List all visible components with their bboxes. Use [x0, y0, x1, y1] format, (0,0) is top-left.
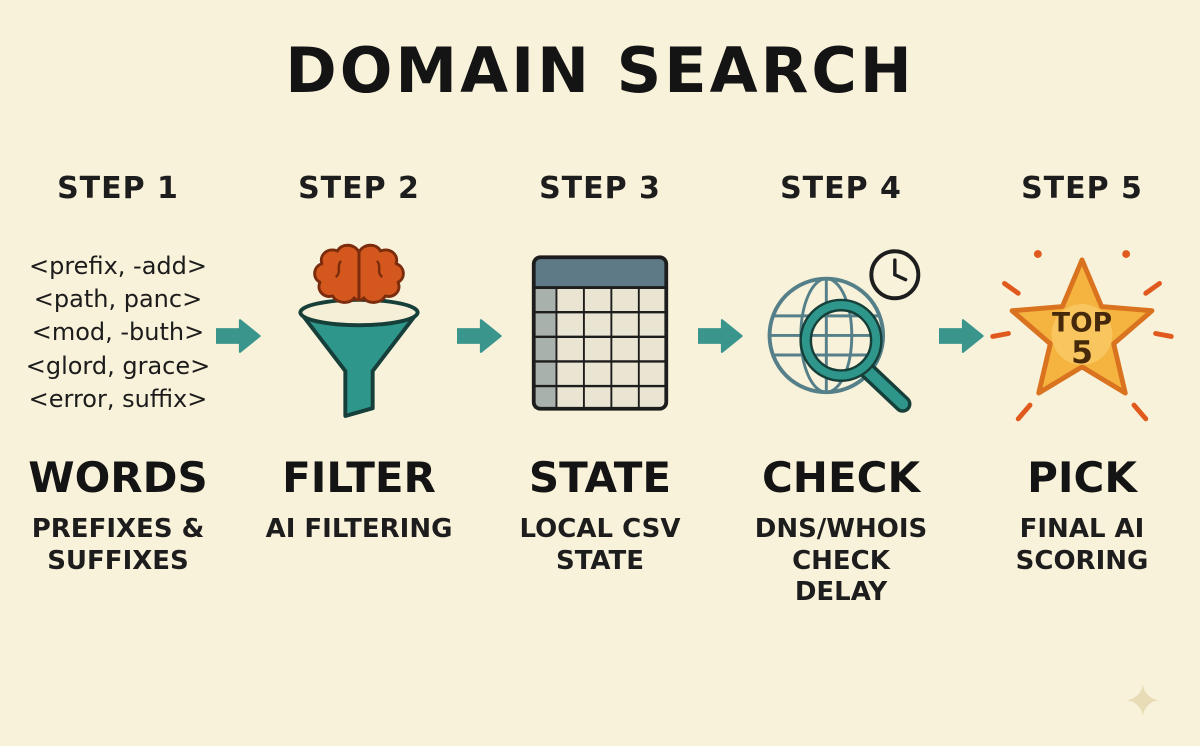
step-caption: AI FILTERING — [265, 514, 453, 544]
star-badge-top-label: TOP — [1052, 308, 1112, 339]
step-column-check: STEP 4 C — [743, 171, 939, 609]
step-caption: PREFIXES & SUFFIXES — [31, 514, 205, 576]
step-column-pick: STEP 5 T — [984, 171, 1180, 609]
star-icon: TOP 5 — [979, 217, 1185, 449]
arrow-right-icon — [698, 313, 743, 609]
step-title: STATE — [528, 453, 672, 502]
step-column-state: STEP 3 STATE LOCAL CSV STATE — [502, 171, 698, 609]
arrow-right-icon — [939, 313, 984, 609]
step-label: STEP 5 — [1021, 171, 1143, 206]
step-label: STEP 2 — [298, 171, 420, 206]
step-title: FILTER — [282, 453, 436, 502]
word-list: <prefix, -add> <path, panc> <mod, -buth>… — [26, 217, 211, 449]
arrow-right-icon — [457, 313, 502, 609]
step-column-filter: STEP 2 FILTER AI FILTERING — [261, 171, 457, 609]
step-caption: LOCAL CSV STATE — [519, 514, 681, 576]
step-title: CHECK — [761, 453, 921, 502]
word-list-item: <prefix, -add> — [29, 252, 207, 281]
word-list-icon: <prefix, -add> <path, panc> <mod, -buth>… — [26, 217, 211, 449]
step-label: STEP 1 — [57, 171, 179, 206]
brain-funnel-icon — [276, 217, 442, 449]
step-title: PICK — [1027, 453, 1137, 502]
step-column-words: STEP 1 <prefix, -add> <path, panc> <mod,… — [20, 171, 216, 609]
word-list-item: <glord, grace> — [25, 351, 211, 380]
step-label: STEP 3 — [539, 171, 661, 206]
spreadsheet-icon — [529, 217, 671, 449]
step-label: STEP 4 — [780, 171, 902, 206]
word-list-item: <path, panc> — [33, 285, 203, 314]
page-title: DOMAIN SEARCH — [285, 34, 915, 107]
word-list-item: <mod, -buth> — [31, 318, 205, 347]
arrow-right-icon — [216, 313, 261, 609]
step-caption: DNS/WHOIS CHECK DELAY — [754, 514, 928, 608]
process-flow: STEP 1 <prefix, -add> <path, panc> <mod,… — [0, 171, 1200, 609]
word-list-item: <error, suffix> — [28, 384, 208, 413]
step-title: WORDS — [28, 453, 208, 502]
step-caption: FINAL AI SCORING — [1015, 514, 1149, 576]
globe-magnifier-clock-icon — [748, 217, 934, 449]
star-badge-number: 5 — [1071, 335, 1093, 371]
sparkle-icon: ✦ — [1123, 674, 1162, 728]
